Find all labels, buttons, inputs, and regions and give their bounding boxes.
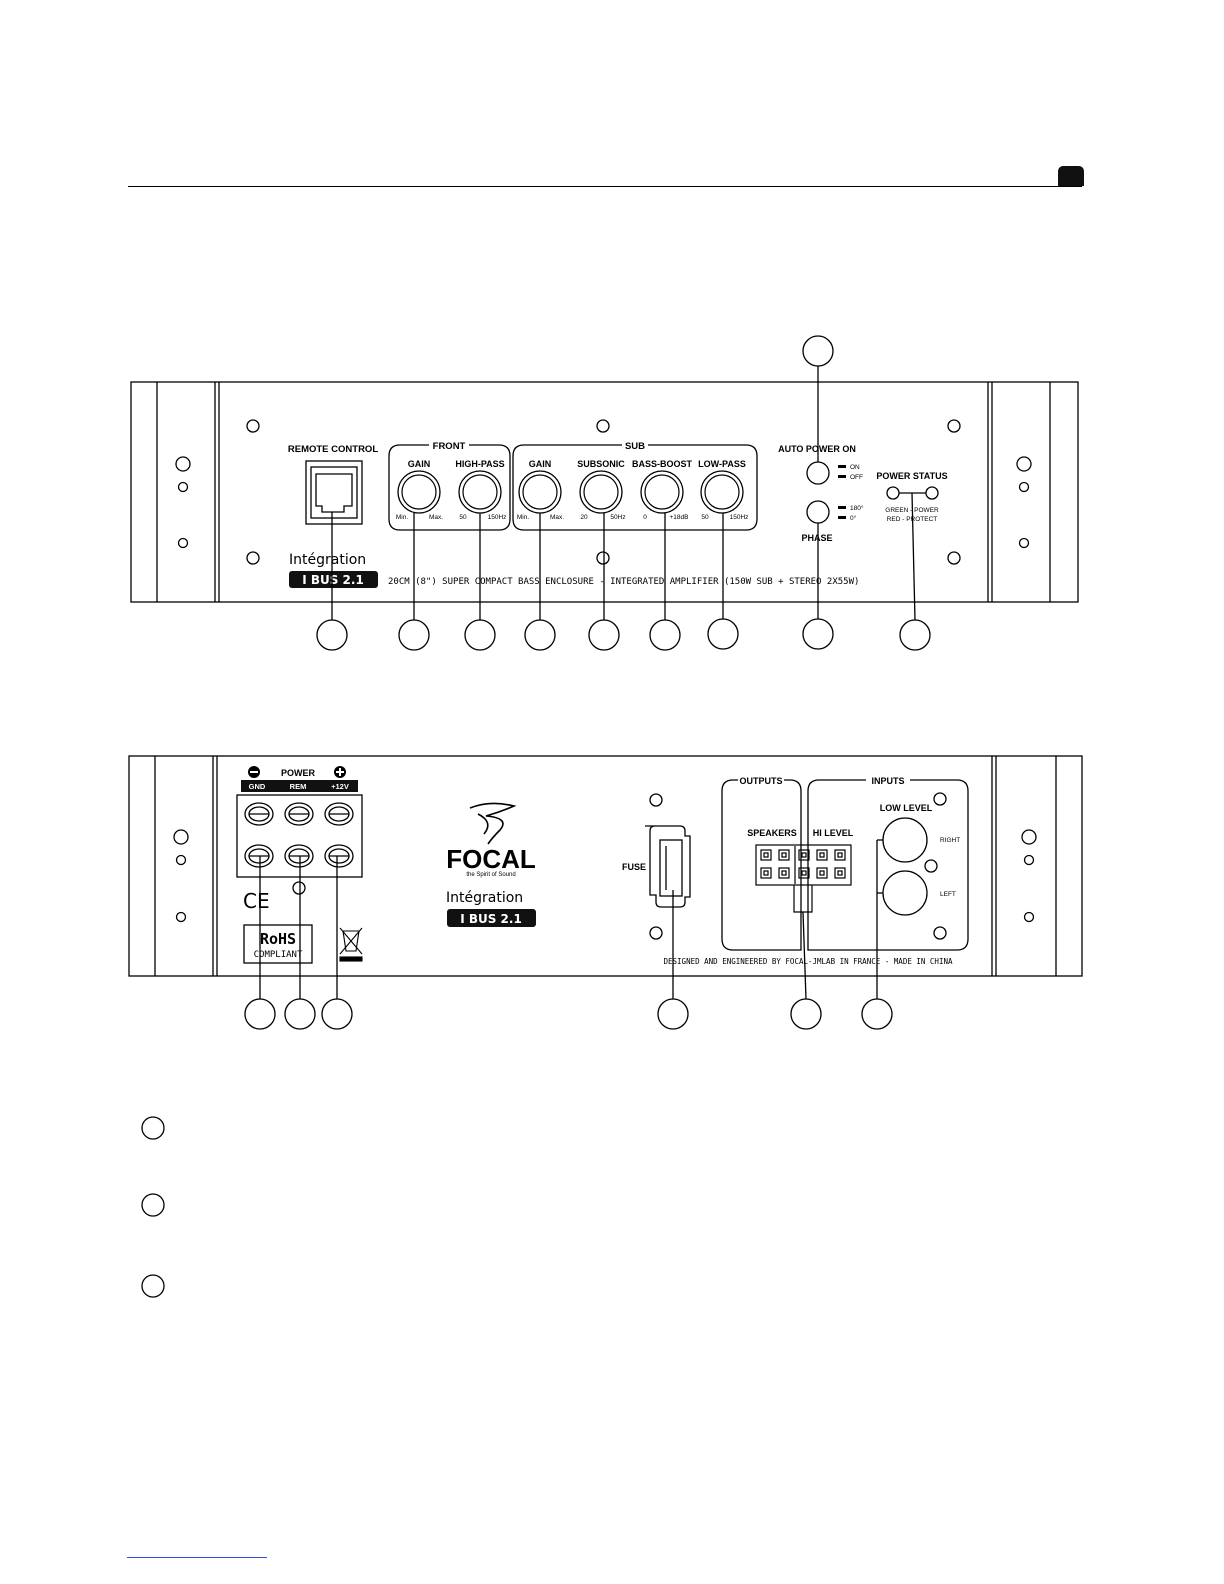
knob-max: +18dB (670, 514, 689, 521)
header-rule (128, 186, 1082, 187)
power-status-leds (886, 486, 939, 500)
knob-front-gain[interactable]: GAIN Min. Max. (396, 459, 443, 521)
speaker-hi-level-connector[interactable] (755, 844, 852, 913)
auto-power-switch[interactable]: ON OFF (806, 461, 863, 485)
knob-label: SUBSONIC (577, 459, 625, 469)
knob-min: 20 (580, 514, 588, 521)
knob-high-pass[interactable]: HIGH-PASS 50 150Hz (455, 459, 506, 521)
knob-label: GAIN (529, 459, 552, 469)
phase-switch[interactable]: 180° 0° (806, 500, 864, 524)
knob-max: 150Hz (730, 514, 749, 521)
rear-panel (128, 755, 1083, 977)
inputs-label: INPUTS (871, 776, 904, 786)
speakers-label: SPEAKERS (747, 828, 797, 838)
knob-subsonic[interactable]: SUBSONIC 20 50Hz (577, 459, 625, 521)
rear-callouts (244, 839, 893, 1030)
plus-icon (334, 766, 346, 778)
compliant-text: COMPLIANT (254, 950, 303, 960)
rear-model-badge-text: I BUS 2.1 (460, 912, 522, 926)
knob-min: 50 (701, 514, 709, 521)
page-tab (1058, 166, 1084, 186)
on-label: ON (850, 464, 860, 471)
model-badge-text: I BUS 2.1 (302, 573, 364, 587)
knob-sub-gain[interactable]: GAIN Min. Max. (517, 459, 564, 521)
model-badge (289, 571, 378, 588)
knob-min: Min. (396, 514, 408, 521)
v12-label: +12V (331, 782, 349, 791)
knob-min: Min. (517, 514, 529, 521)
focal-wordmark: FOCAL (446, 844, 536, 874)
rohs-text: RoHS (260, 930, 296, 948)
auto-power-on-label: AUTO POWER ON (778, 444, 856, 454)
focal-tagline: the Spirit of Sound (466, 872, 515, 878)
rear-model-badge (447, 909, 536, 927)
front-group-label: FRONT (433, 441, 466, 452)
sub-group-label: SUB (625, 441, 645, 452)
phase-label: PHASE (801, 533, 832, 543)
outputs-label: OUTPUTS (739, 776, 782, 786)
legend-bullets (141, 1116, 165, 1298)
terminal-label-bar (241, 780, 358, 792)
knob-max: 50Hz (610, 514, 625, 521)
knob-low-pass[interactable]: LOW-PASS 50 150Hz (698, 459, 748, 521)
knob-bass-boost[interactable]: BASS-BOOST 0 +18dB (632, 459, 693, 521)
knob-min: 50 (459, 514, 467, 521)
remote-control-label: REMOTE CONTROL (288, 444, 378, 455)
knob-max: Max. (429, 514, 443, 521)
fuse-label: FUSE (622, 862, 646, 872)
footer-rule (127, 1557, 267, 1558)
designed-in-france-text: DESIGNED AND ENGINEERED BY FOCAL-JMLAB I… (664, 957, 953, 966)
knob-label: HIGH-PASS (455, 459, 504, 469)
rear-mounting-holes (173, 792, 1037, 940)
knob-max: 150Hz (488, 514, 507, 521)
knob-label: LOW-PASS (698, 459, 746, 469)
inputs-box (807, 779, 969, 951)
product-description: 20CM (8") SUPER COMPACT BASS ENCLOSURE -… (388, 577, 859, 587)
knob-min: 0 (643, 514, 647, 521)
weee-bin-icon (339, 927, 363, 962)
ce-mark: CE (243, 889, 270, 913)
minus-icon (248, 766, 260, 778)
knob-label: BASS-BOOST (632, 459, 693, 469)
remote-control-jack[interactable] (305, 460, 363, 525)
hi-level-label: HI LEVEL (813, 828, 854, 838)
power-label: POWER (281, 768, 316, 778)
knob-label: GAIN (408, 459, 431, 469)
rem-label: REM (290, 782, 307, 791)
low-level-label: LOW LEVEL (880, 803, 933, 813)
right-label: RIGHT (940, 837, 960, 844)
focal-logo-icon (469, 802, 517, 845)
rohs-badge: RoHS COMPLIANT (243, 924, 313, 964)
front-callouts (316, 335, 931, 651)
fuse-holder[interactable] (645, 825, 691, 908)
power-status-label: POWER STATUS (876, 471, 947, 481)
gnd-label: GND (249, 782, 266, 791)
rear-integration-logo: Intégration (446, 890, 523, 906)
left-label: LEFT (940, 891, 956, 898)
sub-group-box (512, 444, 758, 531)
off-label: OFF (850, 474, 863, 481)
phase-180-label: 180° (850, 504, 864, 512)
integration-logo: Intégration (289, 552, 366, 568)
front-group-box (388, 444, 511, 531)
phase-0-label: 0° (850, 514, 857, 522)
knob-max: Max. (550, 514, 564, 521)
outputs-box (721, 779, 802, 951)
rca-right-input[interactable] (882, 817, 928, 863)
rca-left-input[interactable] (882, 870, 928, 916)
front-mounting-holes (175, 419, 1032, 565)
